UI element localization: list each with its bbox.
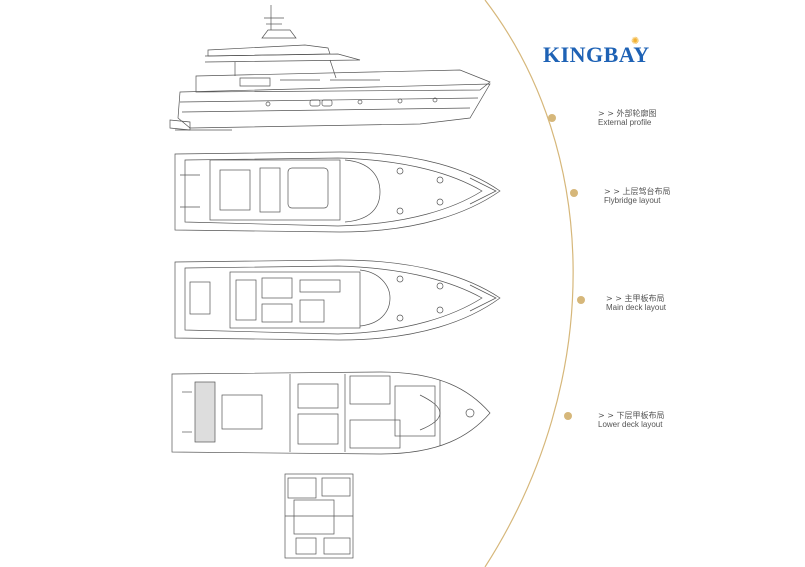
kingbay-logo: KINGBAY ✺ (543, 36, 663, 70)
label-external-profile-en: External profile (598, 118, 652, 127)
label-main-deck-en: Main deck layout (606, 303, 667, 312)
sun-icon: ✺ (631, 36, 640, 47)
label-lower-deck-en: Lower deck layout (598, 420, 663, 429)
label-external-profile-zh: > > 外部轮廓图 (598, 109, 657, 118)
label-main-deck-zh: > > 主甲板布局 (606, 294, 665, 303)
marker-dot-lower-deck (564, 412, 572, 420)
lower-deck-layout-drawing (171, 371, 491, 455)
marker-dot-main-deck (577, 296, 585, 304)
external-profile-drawing (169, 5, 491, 131)
main-deck-layout-drawing (174, 259, 501, 341)
label-flybridge-en: Flybridge layout (604, 196, 661, 205)
marker-dot-external (548, 114, 556, 122)
marker-dot-flybridge (570, 189, 578, 197)
label-flybridge-zh: > > 上层驾台布局 (604, 187, 671, 196)
label-lower-deck-zh: > > 下层甲板布局 (598, 411, 665, 420)
cabin-detail-drawing (284, 473, 354, 559)
flybridge-layout-drawing (174, 151, 501, 233)
logo-text: KINGBAY (543, 42, 650, 67)
